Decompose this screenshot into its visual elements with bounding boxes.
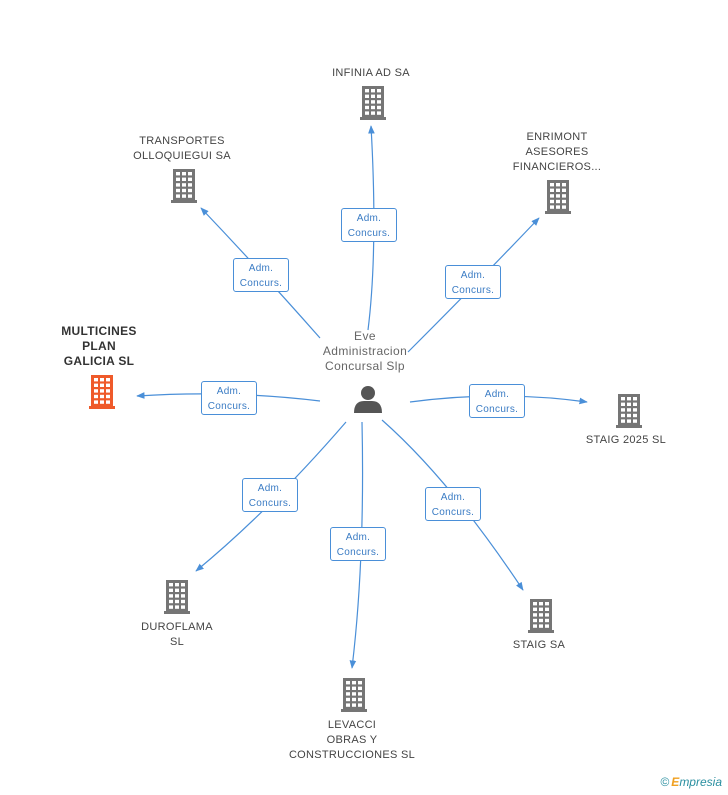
relation-label-levacci[interactable]: Adm. Concurs.: [330, 527, 386, 561]
relation-label-line: Adm.: [216, 386, 242, 397]
building-icon-duroflama[interactable]: [164, 580, 190, 614]
center-label-line-3: Concursal Slp: [325, 359, 405, 373]
node-label-line: DUROFLAMA: [141, 621, 213, 633]
node-label-staigsa[interactable]: STAIG SA: [464, 638, 614, 653]
person-icon[interactable]: [354, 386, 382, 413]
relation-label-line: Concurs.: [207, 401, 251, 412]
building-icon-levacci[interactable]: [341, 678, 367, 712]
node-label-line: OLLOQUIEGUI SA: [133, 150, 231, 162]
building-icon-enrimont[interactable]: [545, 180, 571, 214]
node-label-line: PLAN: [82, 339, 116, 353]
building-icon-transportes[interactable]: [171, 169, 197, 203]
relation-label-line: Adm.: [484, 389, 510, 400]
center-label-line-1: Eve: [354, 329, 376, 343]
relation-label-line: Concurs.: [431, 507, 475, 518]
relation-label-line: Concurs.: [239, 278, 283, 289]
relation-label-duroflama[interactable]: Adm. Concurs.: [242, 478, 298, 512]
relation-label-line: Concurs.: [248, 498, 292, 509]
relation-label-enrimont[interactable]: Adm. Concurs.: [445, 265, 501, 299]
node-label-line: FINANCIEROS...: [512, 161, 602, 173]
relation-label-line: Adm.: [248, 263, 274, 274]
relation-label-line: Adm.: [440, 492, 466, 503]
building-icon-staig2025[interactable]: [616, 394, 642, 428]
brand-logo-initial: E: [671, 775, 680, 789]
node-label-line: STAIG SA: [512, 639, 566, 651]
node-label-line: CONSTRUCCIONES SL: [288, 749, 416, 761]
relation-label-staigsa[interactable]: Adm. Concurs.: [425, 487, 481, 521]
node-label-line: ASESORES: [525, 146, 589, 158]
node-label-line: MULTICINES: [61, 324, 137, 338]
relation-label-line: Concurs.: [451, 285, 495, 296]
node-label-line: TRANSPORTES: [139, 135, 225, 147]
node-label-line: GALICIA SL: [63, 354, 135, 368]
center-label-line-2: Administracion: [322, 344, 408, 358]
relation-label-line: Adm.: [460, 270, 486, 281]
node-label-levacci[interactable]: LEVACCI OBRAS Y CONSTRUCCIONES SL: [262, 718, 442, 763]
building-icon-multicines[interactable]: [89, 375, 115, 409]
node-label-enrimont[interactable]: ENRIMONT ASESORES FINANCIEROS...: [482, 130, 632, 175]
node-label-line: ENRIMONT: [526, 131, 588, 143]
center-person-label[interactable]: Eve Administracion Concursal Slp: [300, 329, 430, 374]
node-label-staig2025[interactable]: STAIG 2025 SL: [551, 433, 701, 448]
node-label-transportes[interactable]: TRANSPORTES OLLOQUIEGUI SA: [107, 134, 257, 164]
node-label-infinia[interactable]: INFINIA AD SA: [296, 66, 446, 81]
relation-label-infinia[interactable]: Adm. Concurs.: [341, 208, 397, 242]
relation-label-transportes[interactable]: Adm. Concurs.: [233, 258, 289, 292]
relation-label-line: Adm.: [356, 213, 382, 224]
footer-brand[interactable]: ©Empresia: [660, 775, 722, 789]
relation-label-multicines[interactable]: Adm. Concurs.: [201, 381, 257, 415]
node-label-line: OBRAS Y: [326, 734, 378, 746]
copyright-symbol: ©: [660, 775, 670, 789]
brand-logo-text: mpresia: [679, 775, 722, 789]
relation-label-line: Adm.: [257, 483, 283, 494]
relation-label-line: Concurs.: [347, 228, 391, 239]
node-label-line: INFINIA AD SA: [332, 67, 410, 79]
node-label-line: STAIG 2025 SL: [585, 434, 667, 446]
relation-label-line: Concurs.: [336, 547, 380, 558]
relation-label-staig2025[interactable]: Adm. Concurs.: [469, 384, 525, 418]
building-icon-infinia[interactable]: [360, 86, 386, 120]
relation-label-line: Concurs.: [475, 404, 519, 415]
relation-label-line: Adm.: [345, 532, 371, 543]
node-label-duroflama[interactable]: DUROFLAMA SL: [102, 620, 252, 650]
building-icon-staigsa[interactable]: [528, 599, 554, 633]
node-label-line: LEVACCI: [327, 719, 377, 731]
node-label-line: SL: [169, 636, 185, 648]
